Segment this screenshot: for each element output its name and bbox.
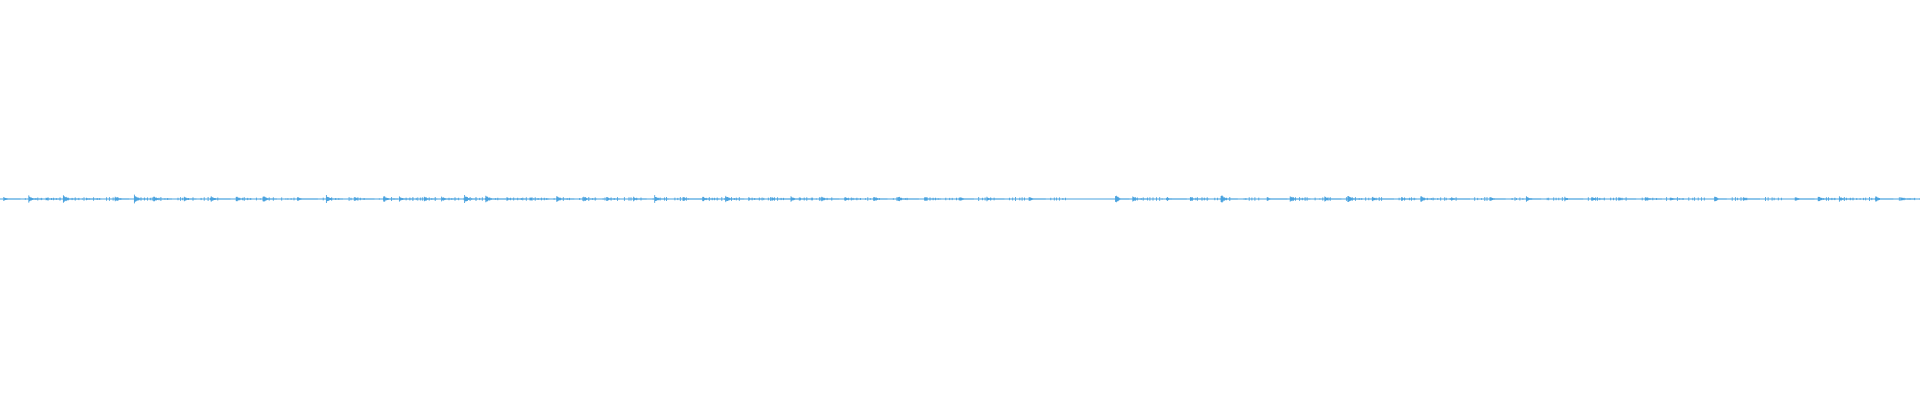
waveform-burst — [1669, 197, 1705, 201]
waveform-burst — [790, 196, 833, 202]
waveform-burst — [924, 197, 962, 201]
waveform-burst — [654, 195, 689, 203]
waveform-burst — [1900, 197, 1920, 201]
waveform-burst — [1838, 196, 1876, 202]
waveform-burst — [986, 196, 1025, 202]
waveform-burst — [1028, 197, 1066, 201]
waveform-burst — [1132, 196, 1169, 202]
waveform-burst — [1714, 196, 1748, 202]
waveform-burst — [1742, 197, 1782, 201]
waveform-burst — [1220, 195, 1260, 203]
waveform-burst — [183, 196, 219, 202]
waveform-burst — [262, 196, 298, 202]
waveform-burst — [1289, 196, 1331, 202]
waveform-burst — [1525, 196, 1563, 202]
waveform-burst — [1451, 197, 1491, 201]
waveform-burst — [1420, 196, 1457, 202]
waveform-burst — [1489, 197, 1528, 201]
waveform-bursts — [3, 194, 1920, 204]
